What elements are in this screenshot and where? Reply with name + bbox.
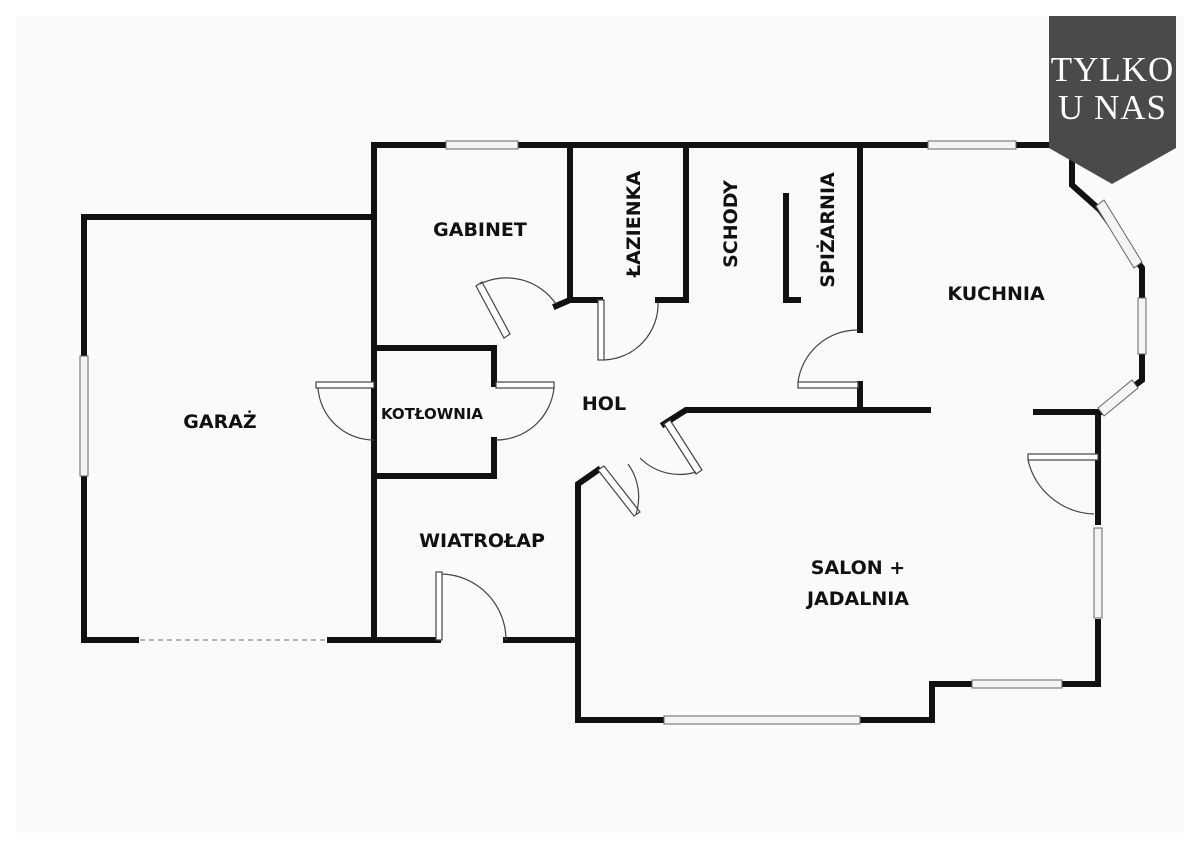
door-salon-arc-2 xyxy=(639,457,697,476)
exclusive-badge: TYLKO U NAS xyxy=(1049,16,1176,184)
window-salon-south-east xyxy=(971,679,1063,689)
label-hol: HOL xyxy=(582,393,626,415)
door-salon-arc-1 xyxy=(627,463,640,515)
door-kotlownia-left-leaf xyxy=(315,381,375,389)
label-schody: SCHODY xyxy=(720,180,742,268)
door-kotlownia-left-arc xyxy=(317,387,375,441)
label-salon-line2: JADALNIA xyxy=(805,588,909,610)
door-salon-leaf-2 xyxy=(663,419,703,475)
windows xyxy=(79,140,1147,725)
door-lazienka-arc xyxy=(603,301,659,361)
label-spizarnia: SPIŻARNIA xyxy=(815,172,839,288)
label-wiatrolap: WIATROŁAP xyxy=(419,530,545,552)
door-terrace-arc xyxy=(1027,459,1095,515)
badge-shape xyxy=(1049,16,1176,184)
window-kitchen-bay-lower xyxy=(1097,379,1139,417)
door-kotlownia-right-arc xyxy=(495,387,555,441)
door-entrance-arc xyxy=(441,573,507,641)
door-spizarnia-leaf xyxy=(797,381,859,389)
plan-background xyxy=(16,16,1184,833)
label-kotlownia: KOTŁOWNIA xyxy=(381,405,483,423)
door-spizarnia-arc xyxy=(797,329,859,383)
wall-south xyxy=(575,619,1101,723)
label-kuchnia: KUCHNIA xyxy=(947,283,1045,305)
door-entrance-leaf xyxy=(435,571,443,641)
window-kitchen-top xyxy=(927,140,1017,150)
wall-salon-top xyxy=(659,407,931,429)
label-lazienka: ŁAZIENKA xyxy=(623,171,645,278)
label-salon-line1: SALON + xyxy=(811,557,905,579)
label-gabinet: GABINET xyxy=(433,219,527,241)
walls xyxy=(81,142,1145,723)
door-salon-leaf-1 xyxy=(597,465,641,517)
wall-salon-left xyxy=(575,465,603,643)
badge-line-1: TYLKO xyxy=(1050,50,1175,89)
window-salon-south xyxy=(663,715,861,725)
door-gabinet-arc xyxy=(479,277,557,305)
room-labels: GARAŻ GABINET ŁAZIENKA SCHODY SPIŻARNIA … xyxy=(183,171,1045,610)
label-garaz: GARAŻ xyxy=(183,409,256,433)
window-kitchen-east xyxy=(1137,297,1147,355)
door-kotlownia-right-leaf xyxy=(495,381,555,389)
badge-line-2: U NAS xyxy=(1057,88,1168,127)
door-lazienka-leaf xyxy=(597,299,605,361)
window-salon-east xyxy=(1093,527,1103,619)
window-kitchen-bay-upper xyxy=(1095,199,1143,269)
door-terrace-leaf xyxy=(1027,453,1099,461)
window-garage xyxy=(79,355,89,477)
window-gabinet xyxy=(445,140,519,150)
doors xyxy=(315,277,1099,641)
